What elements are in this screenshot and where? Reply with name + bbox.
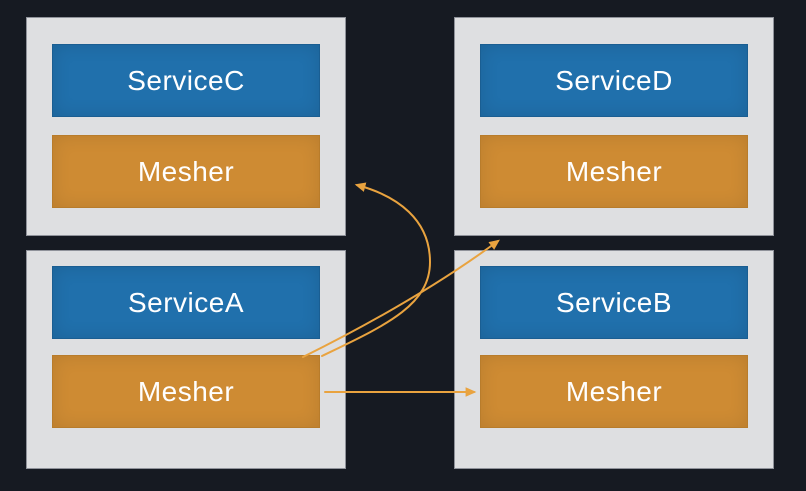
servicec-mesher-box: Mesher (52, 135, 320, 208)
servicea-box: ServiceA (52, 266, 320, 339)
serviced-mesher-label: Mesher (565, 155, 663, 187)
servicea-mesher-label: Mesher (137, 375, 235, 407)
serviced-box: ServiceD (480, 44, 748, 117)
serviced-label: ServiceD (555, 64, 673, 96)
servicea-label: ServiceA (127, 286, 245, 318)
serviceb-label: ServiceB (555, 286, 673, 318)
servicec-label: ServiceC (127, 64, 245, 96)
servicec-box: ServiceC (52, 44, 320, 117)
servicea-mesher-box: Mesher (52, 355, 320, 428)
group-serviced: ServiceD Mesher (454, 17, 774, 236)
servicec-mesher-label: Mesher (137, 155, 235, 187)
serviced-mesher-box: Mesher (480, 135, 748, 208)
serviceb-mesher-box: Mesher (480, 355, 748, 428)
group-servicea: ServiceA Mesher (26, 250, 346, 469)
serviceb-mesher-label: Mesher (565, 375, 663, 407)
group-serviceb: ServiceB Mesher (454, 250, 774, 469)
serviceb-box: ServiceB (480, 266, 748, 339)
group-servicec: ServiceC Mesher (26, 17, 346, 236)
